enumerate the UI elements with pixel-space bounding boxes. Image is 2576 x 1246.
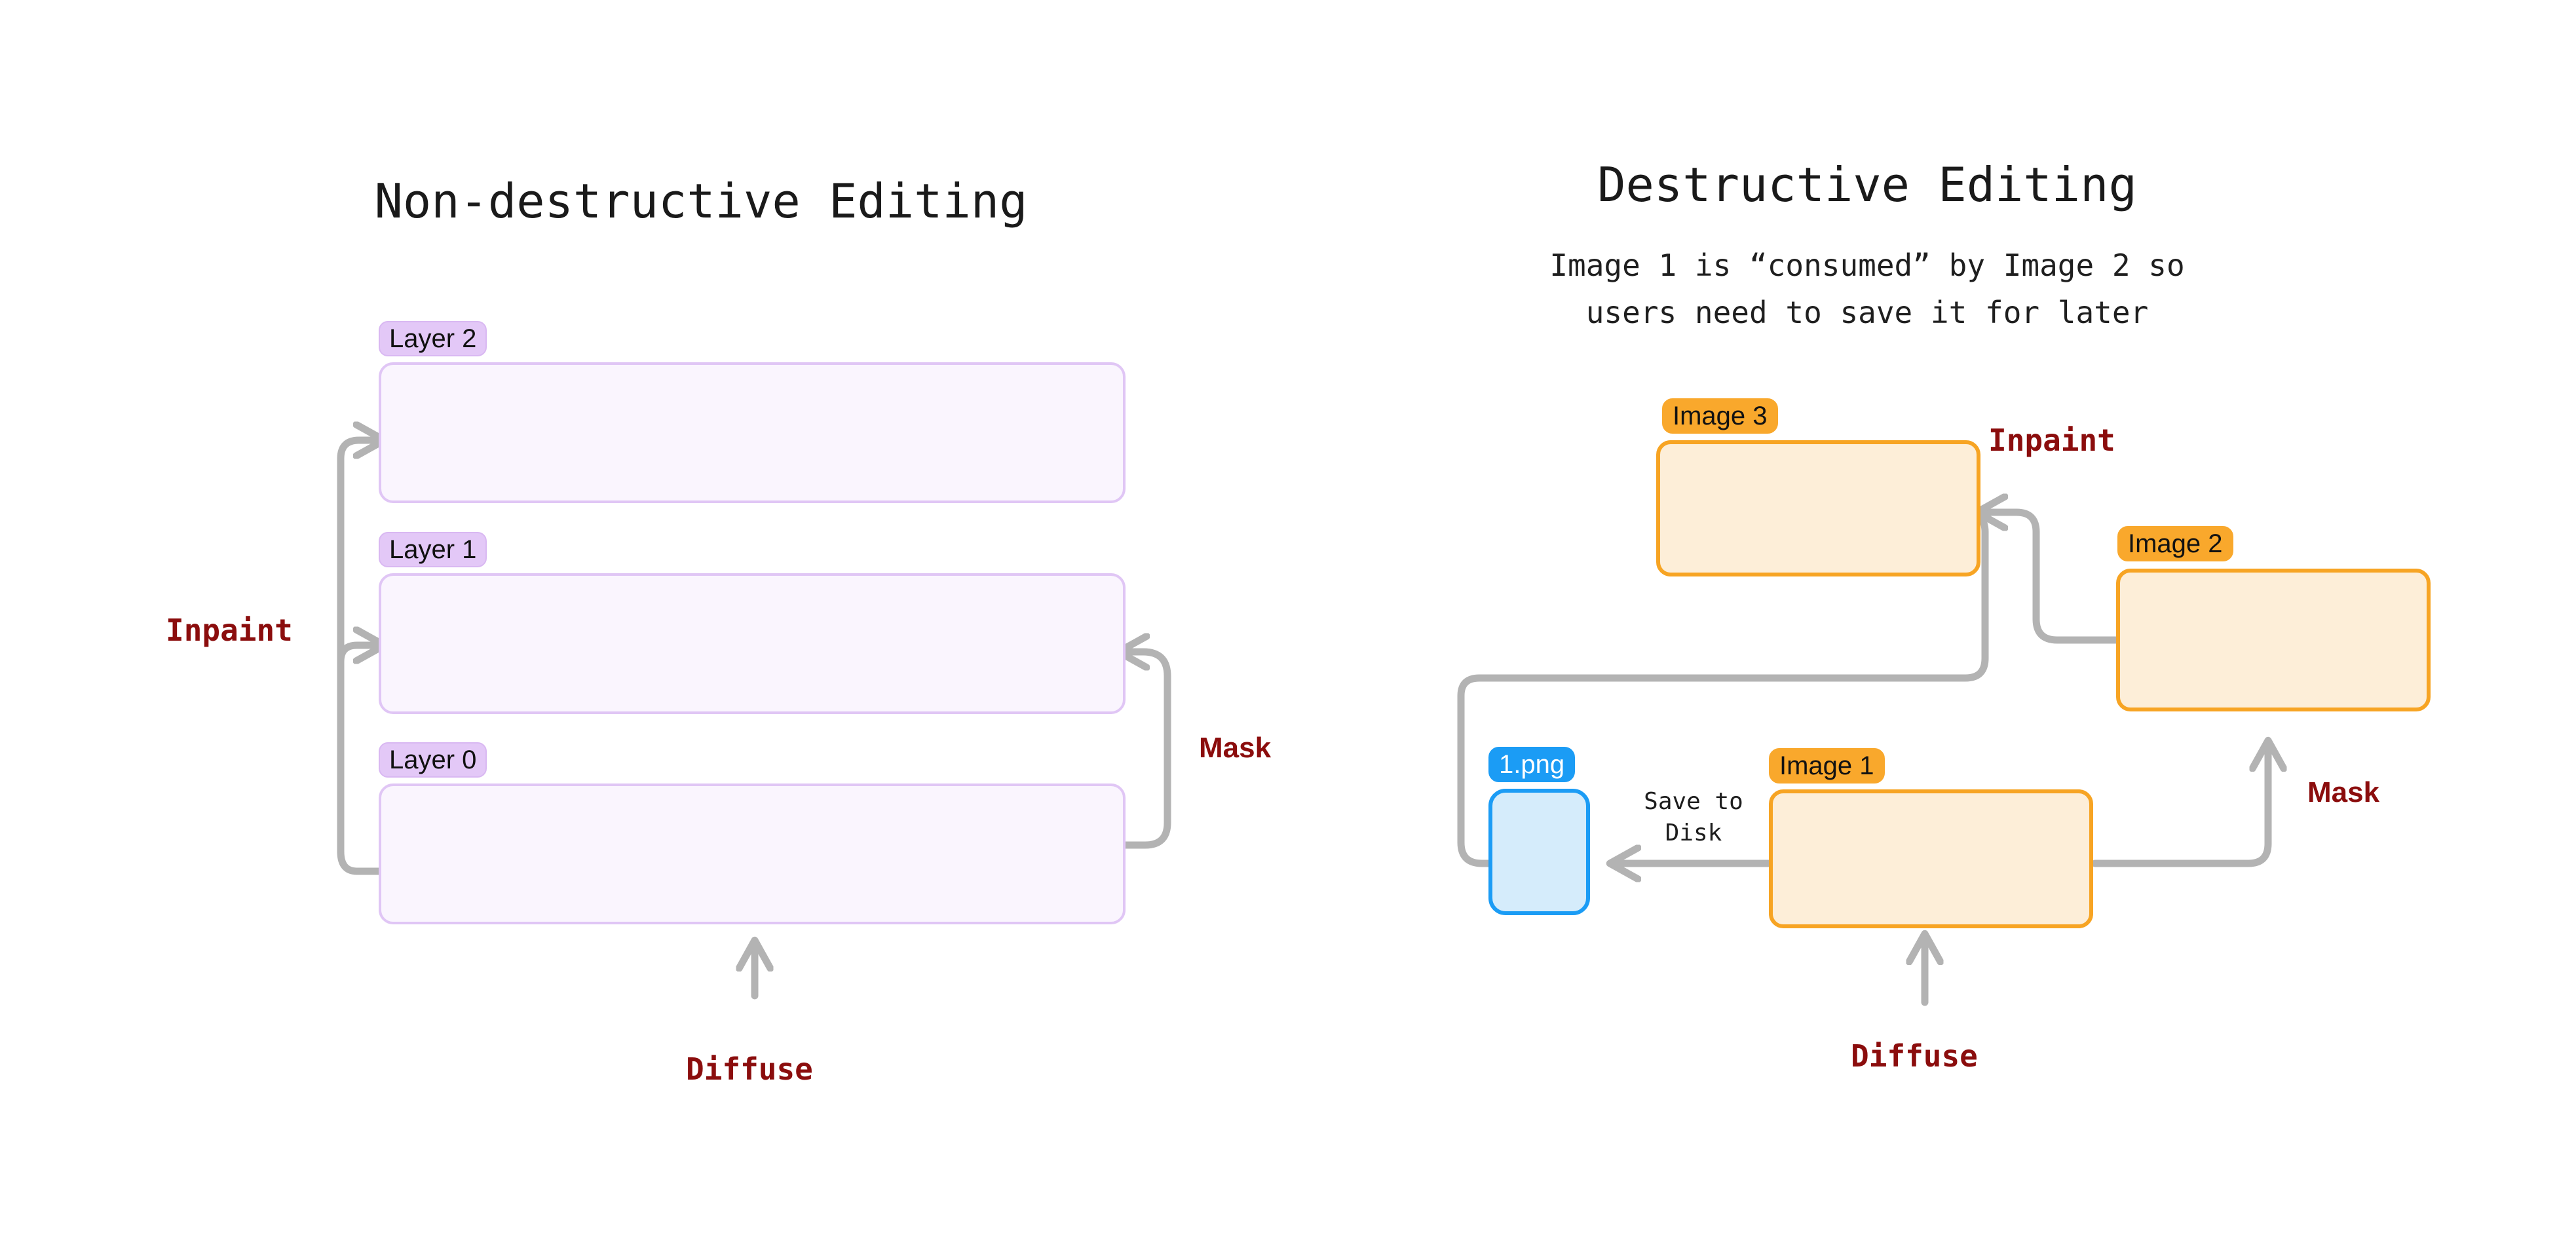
right-panel-subtitle-line2: users need to save it for later <box>1585 295 2149 330</box>
edge-image2-to-image3 <box>1980 512 2133 644</box>
label-mask-right: Mask <box>2307 776 2380 808</box>
left-panel-title: Non-destructive Editing <box>374 174 1028 229</box>
node-layer-0[interactable] <box>379 783 1126 924</box>
badge-image-3: Image 3 <box>1662 398 1778 434</box>
label-mask-left: Mask <box>1199 732 1272 764</box>
node-layer-1[interactable] <box>379 573 1126 714</box>
badge-layer-1: Layer 1 <box>379 532 487 567</box>
right-panel-title: Destructive Editing <box>1597 157 2137 212</box>
label-save-to-disk-line2: Disk <box>1665 820 1722 846</box>
edge-mask-left <box>1122 652 1171 849</box>
label-inpaint-right: Inpaint <box>1988 423 2115 458</box>
badge-image-1: Image 1 <box>1769 748 1885 783</box>
badge-layer-0: Layer 0 <box>379 742 487 778</box>
edge-inpaint-left-main <box>337 440 381 856</box>
badge-file-1png: 1.png <box>1488 747 1576 782</box>
label-diffuse-right: Diffuse <box>1851 1038 1978 1074</box>
node-image-2[interactable] <box>2116 569 2431 711</box>
label-save-to-disk-line1: Save to <box>1644 788 1743 815</box>
label-diffuse-left: Diffuse <box>686 1051 813 1087</box>
badge-layer-2: Layer 2 <box>379 321 487 356</box>
node-image-1[interactable] <box>1769 789 2093 928</box>
node-layer-2[interactable] <box>379 362 1126 503</box>
right-panel-subtitle-line1: Image 1 is “consumed” by Image 2 so <box>1549 248 2185 283</box>
node-file-1png[interactable] <box>1488 789 1590 915</box>
badge-image-2: Image 2 <box>2117 526 2233 561</box>
edge-image1-to-image2 <box>2091 744 2268 867</box>
edge-inpaint-left-branch <box>337 645 381 875</box>
label-inpaint-left: Inpaint <box>166 613 293 648</box>
node-image-3[interactable] <box>1656 440 1980 576</box>
